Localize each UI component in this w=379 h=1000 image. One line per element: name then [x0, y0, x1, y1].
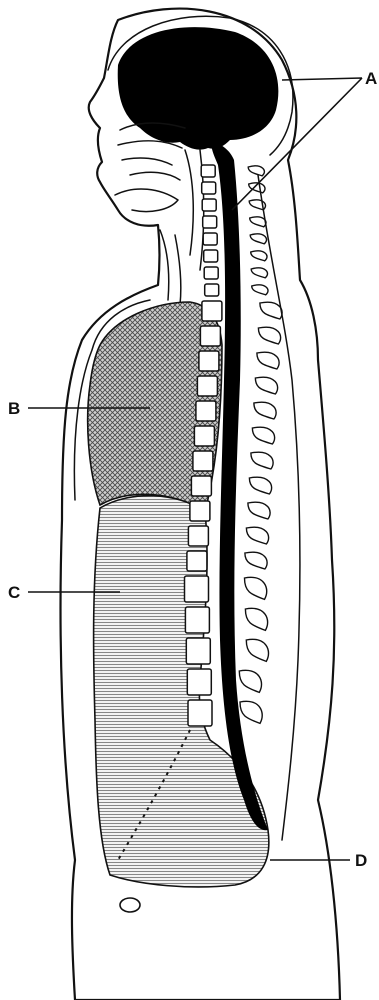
vertebra	[196, 401, 216, 421]
spinous-process	[246, 527, 268, 544]
spinous-process	[258, 327, 280, 344]
spinous-process	[257, 352, 279, 369]
vertebra	[186, 638, 210, 664]
vertebra	[197, 376, 217, 396]
vertebra	[194, 426, 214, 446]
vertebra	[190, 501, 210, 521]
vertebra	[188, 700, 212, 726]
label-a: A	[365, 69, 377, 88]
vertebra	[199, 351, 219, 371]
vertebra	[187, 669, 211, 695]
spinous-process	[245, 552, 267, 569]
spinous-processes	[239, 166, 282, 723]
label-c: C	[8, 583, 20, 602]
vertebra	[203, 216, 217, 228]
tongue	[115, 189, 178, 212]
vertebra	[204, 250, 218, 262]
spinous-process	[248, 166, 264, 176]
brain-region	[118, 27, 279, 149]
spinous-process	[254, 402, 276, 419]
trachea	[160, 230, 181, 305]
vertebra	[200, 326, 220, 346]
vertebra	[202, 301, 222, 321]
vertebra	[203, 233, 217, 245]
spinous-process	[250, 217, 266, 227]
vertebra	[188, 526, 208, 546]
vertebra	[205, 284, 219, 296]
spinous-process	[251, 268, 267, 278]
navel	[120, 898, 140, 912]
vertebra	[204, 267, 218, 279]
vertebra	[202, 182, 216, 194]
vertebra	[191, 476, 211, 496]
spinous-process	[246, 639, 268, 661]
spinous-process	[251, 251, 267, 261]
spinous-process	[239, 670, 261, 692]
label-b: B	[8, 399, 20, 418]
vertebra	[187, 551, 207, 571]
label-d: D	[355, 851, 367, 870]
abdominopelvic-cavity	[94, 496, 269, 887]
spinous-process	[252, 285, 268, 295]
spinous-process	[251, 452, 273, 469]
vertebra	[202, 199, 216, 211]
spinous-process	[250, 234, 266, 244]
spinous-process	[249, 477, 271, 494]
vertebra	[185, 576, 209, 602]
spinous-process	[252, 427, 274, 444]
vertebra	[201, 165, 215, 177]
spinous-process	[255, 377, 277, 394]
spinous-process	[240, 701, 262, 723]
spinous-process	[245, 577, 267, 599]
vertebra	[193, 451, 213, 471]
spinous-process	[260, 302, 282, 319]
spinous-process	[248, 502, 270, 519]
spinous-process	[245, 608, 267, 630]
vertebra	[185, 607, 209, 633]
